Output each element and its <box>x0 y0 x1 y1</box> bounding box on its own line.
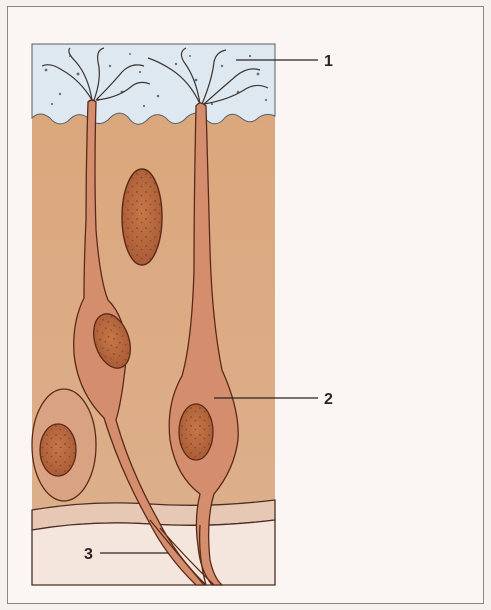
neuron-2-nucleus-texture <box>180 405 212 459</box>
supporting-cell-nucleus-texture <box>123 170 161 264</box>
label-1: 1 <box>324 53 333 70</box>
mucus-layer <box>32 44 275 124</box>
label-2: 2 <box>324 391 333 408</box>
label-3: 3 <box>84 546 93 563</box>
basal-cell-left-nucleus-texture <box>41 425 75 475</box>
